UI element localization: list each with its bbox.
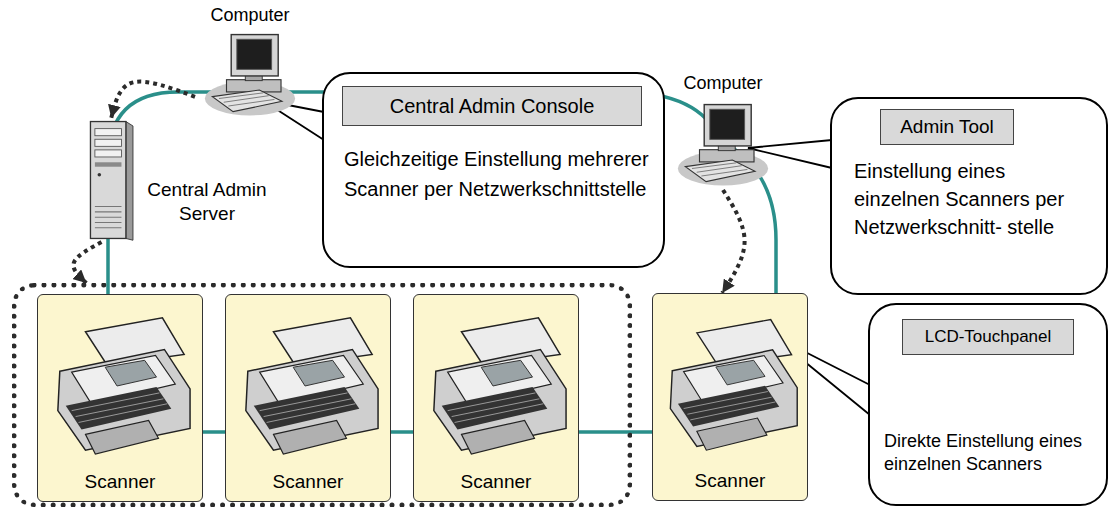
device-illustration bbox=[670, 320, 797, 451]
callout-bubble: LCD-TouchpanelDirekte Einstellung eines … bbox=[868, 303, 1108, 506]
device-illustration bbox=[676, 102, 770, 188]
callout-text: Einstellung eines einzelnen Scanners per… bbox=[854, 157, 1086, 241]
device-illustration bbox=[82, 118, 137, 242]
scanner-label: Scanner bbox=[38, 471, 202, 493]
device-illustration bbox=[234, 305, 382, 463]
server-label: Central Admin Server bbox=[137, 178, 277, 226]
device-illustration bbox=[58, 318, 190, 454]
device-illustration bbox=[203, 32, 297, 118]
tool-label-box: Admin Tool bbox=[880, 109, 1014, 145]
device-illustration bbox=[246, 318, 378, 454]
scanner-label: Scanner bbox=[414, 471, 578, 493]
callout-text: Gleichzeitige Einstellung mehrerer Scann… bbox=[344, 144, 649, 204]
callout-text: Direkte Einstellung eines einzelnen Scan… bbox=[884, 430, 1096, 476]
server-node: Central Admin Server bbox=[82, 118, 277, 242]
dashed-arrow bbox=[73, 242, 101, 283]
computer-node: Computer bbox=[195, 4, 305, 120]
device-illustration bbox=[205, 35, 295, 116]
scanner-label: Scanner bbox=[653, 470, 807, 492]
scanner-box: Scanner bbox=[37, 294, 203, 502]
tool-name: Admin Tool bbox=[881, 115, 1013, 139]
callout-bubble: Central Admin ConsoleGleichzeitige Einst… bbox=[322, 72, 665, 268]
scanner-box: Scanner bbox=[652, 293, 808, 501]
computer-label: Computer bbox=[668, 72, 778, 94]
device-illustration bbox=[434, 318, 566, 454]
dashed-arrow bbox=[111, 82, 195, 118]
device-illustration bbox=[46, 305, 194, 463]
scanner-label: Scanner bbox=[226, 471, 390, 493]
device-illustration bbox=[678, 105, 768, 186]
computer-node: Computer bbox=[668, 72, 778, 190]
device-illustration bbox=[659, 304, 801, 462]
callout-bubble: Admin ToolEinstellung eines einzelnen Sc… bbox=[830, 97, 1108, 295]
tool-label-box: LCD-Touchpanel bbox=[902, 319, 1074, 355]
device-illustration bbox=[90, 122, 133, 241]
scanner-group: Scanner Scanner Scanner bbox=[12, 283, 632, 507]
tool-label-box: Central Admin Console bbox=[342, 86, 642, 126]
device-illustration bbox=[422, 305, 570, 463]
computer-label: Computer bbox=[195, 4, 305, 26]
dashed-arrow bbox=[722, 190, 744, 293]
scanner-box: Scanner bbox=[413, 294, 579, 502]
scanner-box: Scanner bbox=[225, 294, 391, 502]
tool-name: LCD-Touchpanel bbox=[903, 326, 1073, 348]
tool-name: Central Admin Console bbox=[343, 94, 641, 118]
